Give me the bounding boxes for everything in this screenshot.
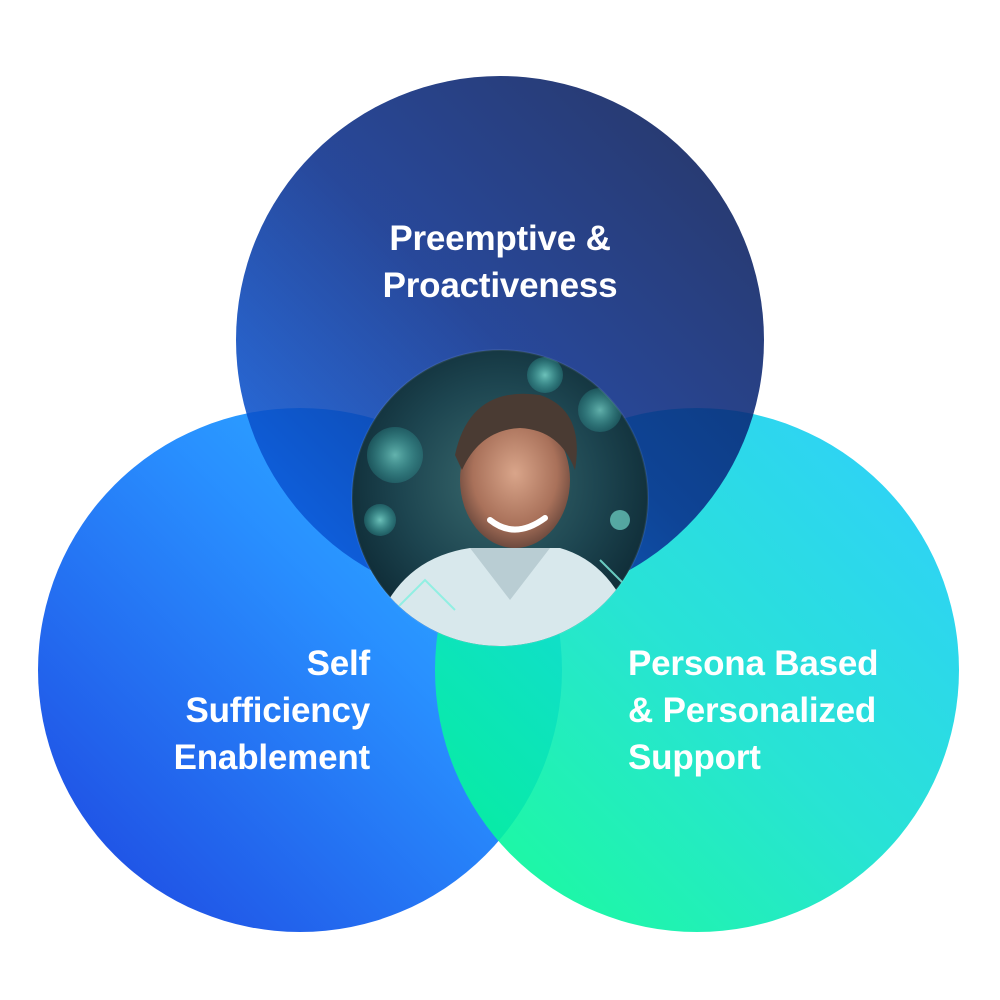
label-line: Enablement	[173, 738, 371, 777]
label-line: Proactiveness	[382, 266, 618, 305]
label-line: Self	[306, 644, 371, 683]
label-line: Persona Based	[628, 644, 879, 683]
label-self-sufficiency-enablement: Self Sufficiency Enablement	[173, 640, 371, 781]
label-line: Sufficiency	[185, 691, 370, 730]
label-line: Preemptive &	[389, 219, 611, 258]
label-line: & Personalized	[628, 691, 877, 730]
label-preemptive-proactiveness: Preemptive & Proactiveness	[300, 215, 700, 309]
label-persona-based-support: Persona Based & Personalized Support	[628, 640, 878, 781]
label-line: Support	[628, 738, 761, 777]
center-photo	[352, 350, 648, 646]
